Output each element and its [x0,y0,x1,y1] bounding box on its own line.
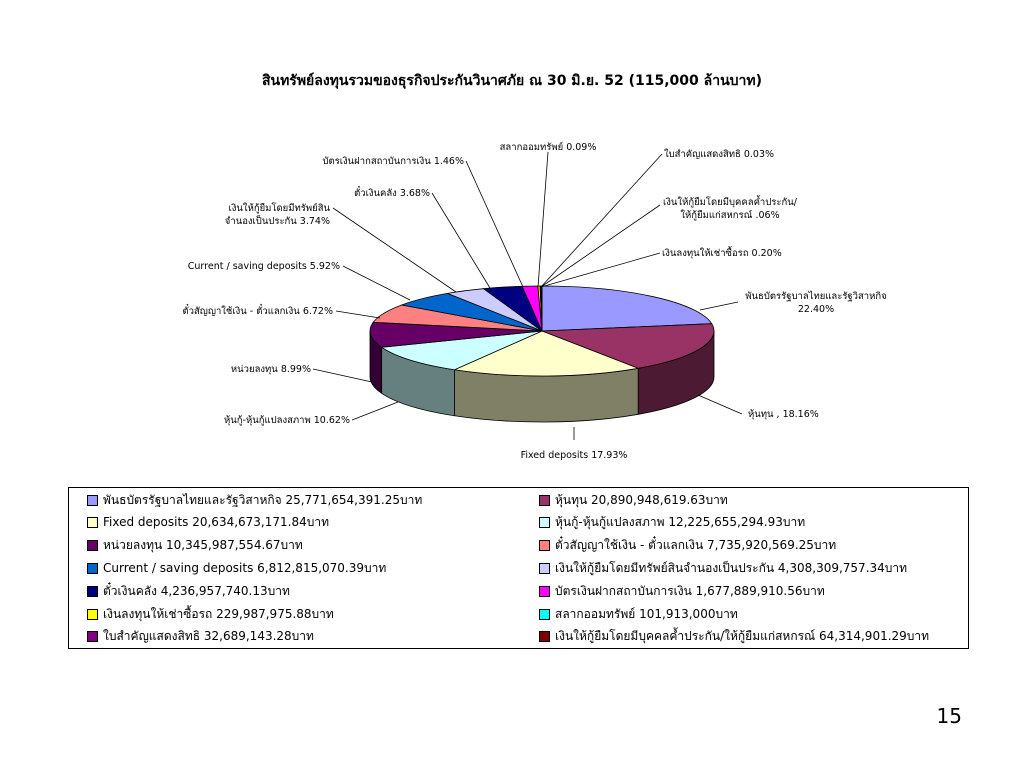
callout-label-3-0: หุ้นกู้-หุ้นกู้แปลงสภาพ 10.62% [224,415,350,426]
legend-swatch [87,494,98,506]
legend-label: หน่วยลงทุน 10,345,987,554.67บาท [103,538,303,553]
legend-label: พันธบัตรรัฐบาลไทยและรัฐวิสาหกิจ 25,771,6… [103,492,423,507]
legend-label: หุ้นกู้-หุ้นกู้แปลงสภาพ 12,225,655,294.9… [555,515,806,530]
callout-line-3 [351,401,399,421]
legend-swatch [539,540,550,552]
callout-line-1 [697,394,743,415]
callout-label-9-0: บัตรเงินฝากสถาบันการเงิน 1.46% [322,156,464,167]
legend-item: ตั๋วสัญญาใช้เงิน - ตั๋วแลกเงิน 7,735,920… [539,536,836,556]
legend-label: เงินลงทุนให้เช่าซื้อรถ 229,987,975.88บาท [103,606,334,621]
callout-label-5-0: ตั๋วสัญญาใช้เงิน - ตั๋วแลกเงิน 6.72% [182,304,333,317]
callout-line-12 [540,153,663,288]
legend-item: สลากออมทรัพย์ 101,913,000บาท [539,604,738,624]
legend-label: Current / saving deposits 6,812,815,070.… [103,560,387,575]
pie-slice-0 [541,285,713,332]
chart-title: สินทรัพย์ลงทุนรวมของธุรกิจประกันวินาศภัย… [261,73,763,89]
callout-line-13 [540,204,661,288]
callout-line-5 [335,310,381,319]
legend-swatch [539,585,550,597]
legend-label: บัตรเงินฝากสถาบันการเงิน 1,677,889,910.5… [555,583,825,598]
callout-label-10-0: เงินลงทุนให้เช่าซื้อรถ 0.20% [662,246,782,259]
callout-label-6-0: Current / saving deposits 5.92% [188,261,340,272]
callout-line-8 [431,192,491,289]
callout-line-6 [342,265,411,301]
callout-label-2-0: Fixed deposits 17.93% [521,450,628,461]
legend-label: ใบสำคัญแสดงสิทธิ 32,689,143.28บาท [103,629,314,644]
pie-slice-2 [453,330,640,377]
legend-item: หุ้นกู้-หุ้นกู้แปลงสภาพ 12,225,655,294.9… [539,513,805,533]
legend-item: พันธบัตรรัฐบาลไทยและรัฐวิสาหกิจ 25,771,6… [87,490,422,510]
callout-line-0 [699,301,739,311]
legend-label: ตั๋วสัญญาใช้เงิน - ตั๋วแลกเงิน 7,735,920… [555,538,837,553]
legend-label: เงินให้กู้ยืมโดยมีบุคคลค้ำประกัน/ให้กู้ย… [555,629,930,644]
legend-swatch [539,562,550,574]
legend-item: เงินให้กู้ยืมโดยมีบุคคลค้ำประกัน/ให้กู้ย… [539,627,929,647]
callout-line-4 [312,368,373,383]
legend-label: หุ้นทุน 20,890,948,619.63บาท [555,492,728,507]
callout-label-11-0: สลากออมทรัพย์ 0.09% [500,141,597,153]
pie-slice-3 [380,330,543,371]
legend-label: เงินให้กู้ยืมโดยมีทรัพย์สินจำนองเป็นประก… [555,560,908,575]
callout-line-11 [537,151,549,288]
callout-label-7-1: จำนองเป็นประกัน 3.74% [225,214,330,227]
callout-label-12-0: ใบสำคัญแสดงสิทธิ 0.03% [664,148,774,160]
legend-swatch [87,540,98,552]
callout-label-0-0: พันธบัตรรัฐบาลไทยและรัฐวิสาหกิจ [745,290,886,302]
legend-swatch [87,585,98,597]
legend-swatch [539,517,550,529]
callout-label-4-0: หน่วยลงทุน 8.99% [231,364,311,375]
legend-swatch [87,562,98,574]
callout-label-7-0: เงินให้กู้ยืมโดยมีทรัพย์สิน [229,202,331,214]
callout-label-1-0: หุ้นทุน , 18.16% [748,409,819,420]
pie-chart: พันธบัตรรัฐบาลไทยและรัฐวิสาหกิจ 22.40% หุ้… [182,141,886,461]
legend-item: Fixed deposits 20,634,673,171.84บาท [87,513,329,533]
legend-item: Current / saving deposits 6,812,815,070.… [87,558,386,578]
legend-item: บัตรเงินฝากสถาบันการเงิน 1,677,889,910.5… [539,581,825,601]
legend-swatch [539,631,550,643]
callout-line-9 [465,160,524,288]
legend-item: หน่วยลงทุน 10,345,987,554.67บาท [87,536,303,556]
legend-swatch [87,517,98,529]
callout-line-7 [332,207,457,293]
callout-label-13-1: ให้กู้ยืมแก่สหกรณ์ .06% [680,209,779,221]
legend-item: เงินลงทุนให้เช่าซื้อรถ 229,987,975.88บาท [87,604,334,624]
legend-swatch [539,494,550,506]
page-number: 15 [936,704,962,728]
callout-label-13-0: เงินให้กู้ยืมโดยมีบุคคลค้ำประกัน/ [663,195,798,208]
pie-slice-1 [541,323,715,369]
pie-slice-4 [369,321,543,348]
legend-label: Fixed deposits 20,634,673,171.84บาท [103,515,330,530]
legend: พันธบัตรรัฐบาลไทยและรัฐวิสาหกิจ 25,771,6… [68,487,969,649]
legend-item: เงินให้กู้ยืมโดยมีทรัพย์สินจำนองเป็นประก… [539,558,907,578]
legend-item: ตั๋วเงินคลัง 4,236,957,740.13บาท [87,581,290,601]
callout-label-0-1: 22.40% [798,304,834,315]
legend-item: หุ้นทุน 20,890,948,619.63บาท [539,490,728,510]
legend-swatch [539,608,550,620]
callout-line-10 [540,252,661,288]
legend-label: สลากออมทรัพย์ 101,913,000บาท [555,606,738,621]
callout-label-8-0: ตั๋วเงินคลัง 3.68% [354,186,430,199]
legend-label: ตั๋วเงินคลัง 4,236,957,740.13บาท [103,583,290,598]
legend-item: ใบสำคัญแสดงสิทธิ 32,689,143.28บาท [87,627,314,647]
legend-swatch [87,608,98,620]
legend-swatch [87,631,98,643]
